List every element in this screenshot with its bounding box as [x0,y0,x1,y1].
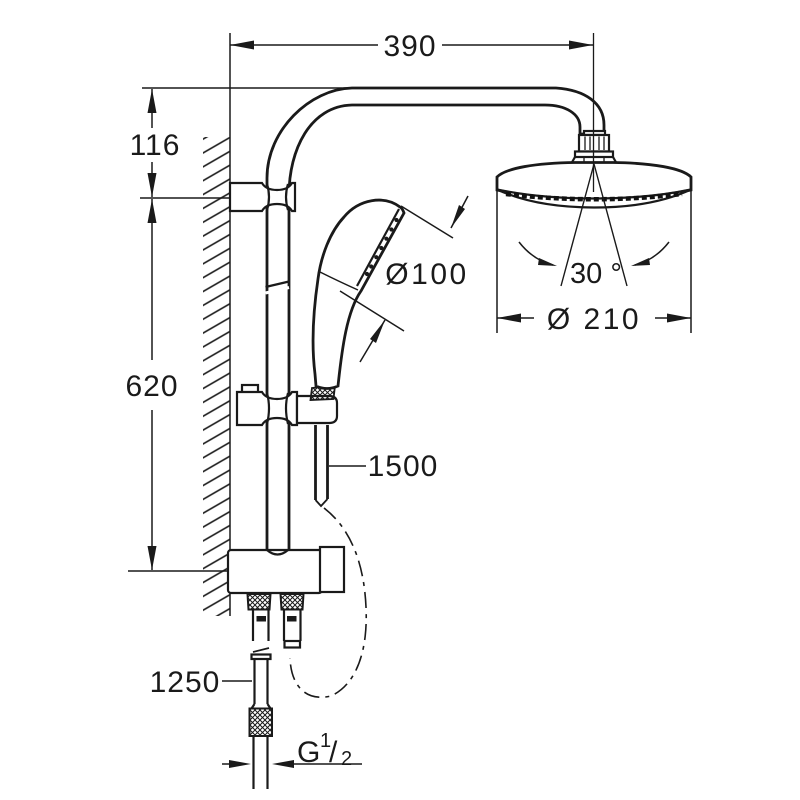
left-hose-upper [251,609,270,641]
wall [203,33,231,616]
label-390: 390 [383,30,436,63]
spray-cone-lines [560,163,628,287]
left-hose-lower [253,659,269,704]
pipe-pinch [265,183,290,211]
hose-nut-right [279,593,305,611]
hose-nut-left [246,593,272,611]
hose-mark-left [256,616,266,622]
hose-loop-hidden-line [289,507,368,698]
spray-dots [364,217,399,277]
valve-pipe-saddle [266,549,289,556]
slider-bracket [235,383,339,427]
hose-segment [314,425,329,500]
wall-hatch [203,137,230,616]
nut-facets [584,136,605,150]
hand-shower [311,198,406,390]
label-thread-den: 2 [341,748,352,770]
pipe-pinch-2 [265,392,290,425]
right-hose [282,609,302,641]
dim-116: 116 [130,89,181,197]
union-nut [248,707,273,737]
dim-g-half: G 1 / 2 [222,730,362,770]
hose-connections [246,593,305,789]
right-hose-end [283,639,302,649]
label-thread-num: 1 [320,730,331,752]
dim-390: 390 [230,30,593,63]
label-thread-g: G [297,736,320,769]
dim-angle-30: 30 ° [518,241,670,290]
pipe-assembly [265,86,606,554]
label-620: 620 [125,370,178,403]
top-wall-bracket [228,181,297,213]
dim-dia210: Ø 210 [496,191,692,336]
left-hose-lip [250,653,272,661]
supply-pipe [252,736,269,789]
diverter-valve [226,545,346,595]
dimensions: 390 116 620 Ø100 [125,30,692,770]
pipe-break [265,280,290,295]
dim-620: 620 [125,199,178,570]
reference-lines [128,87,352,572]
label-30deg: 30 ° [570,258,622,290]
shower-hose [289,425,368,698]
label-thread-slash: / [329,736,338,769]
left-hose-break [252,647,270,653]
label-1250: 1250 [150,666,221,699]
dim-1250: 1250 [150,666,252,699]
dim-dia100: Ø100 [339,195,469,363]
label-dia100: Ø100 [385,258,468,291]
dim-1500: 1500 [329,450,439,483]
handle-joint-line [319,271,359,291]
valve-body [226,548,324,595]
label-116: 116 [130,129,181,162]
label-dia210: Ø 210 [547,303,641,336]
hose-break [314,498,329,508]
handshower-face-line [356,208,400,287]
hose-mark-right [287,616,297,622]
valve-outlet [318,545,346,594]
pipe-outline [265,86,606,554]
spray-nozzle-band [505,191,683,202]
label-1500: 1500 [368,450,439,483]
